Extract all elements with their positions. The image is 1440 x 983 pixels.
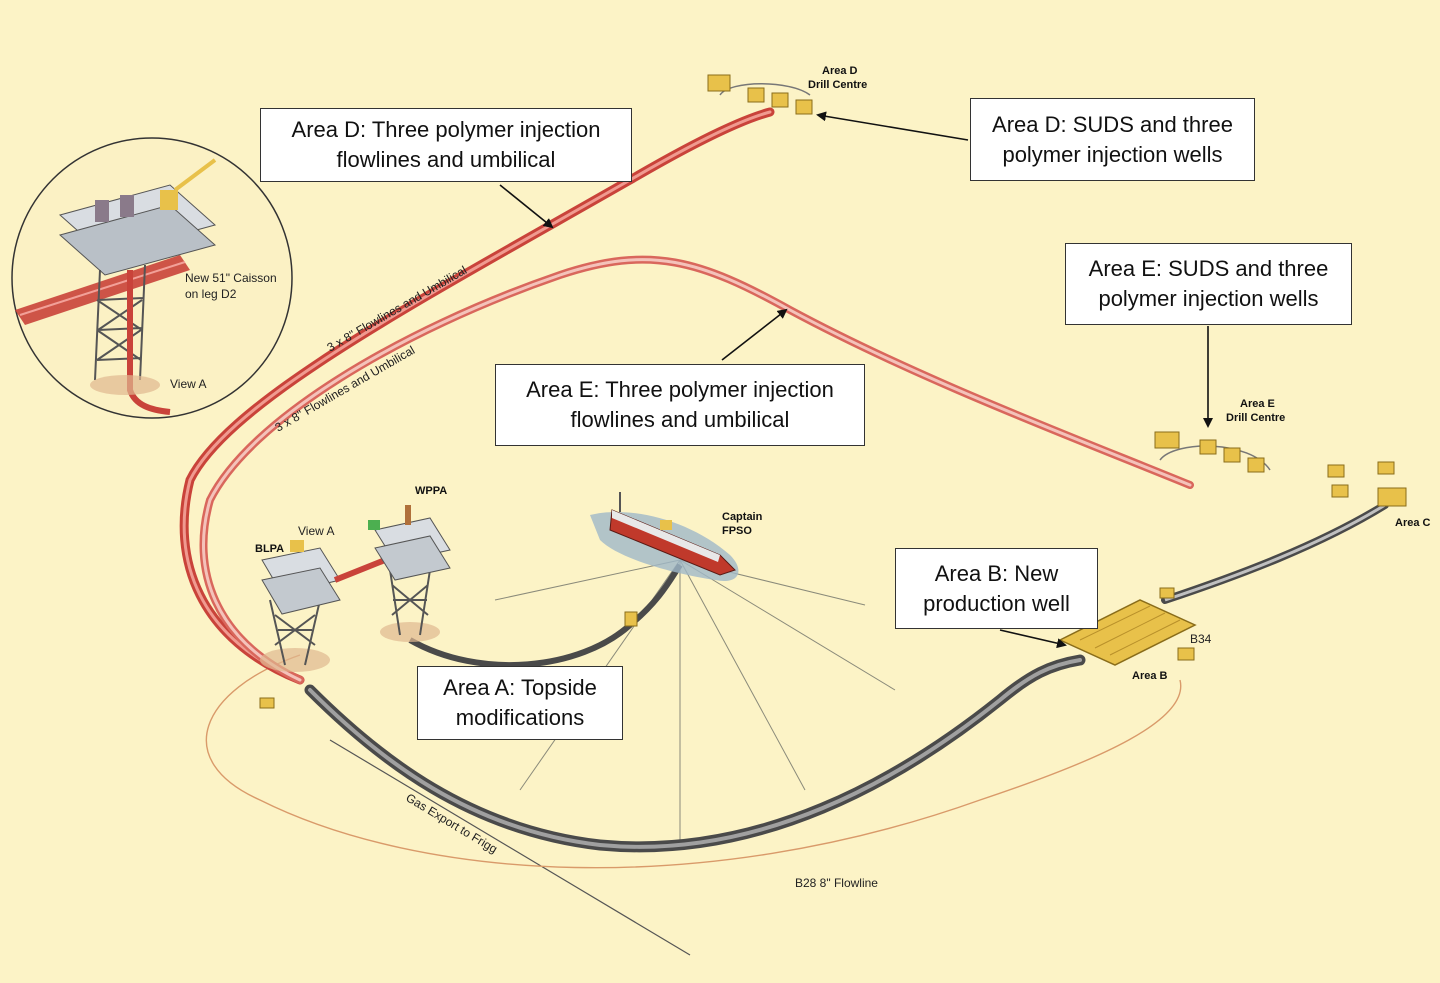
callout-arrows — [499, 111, 1213, 649]
caisson-label-line2: on leg D2 — [185, 287, 237, 301]
blpa-label: BLPA — [255, 543, 284, 555]
area-e-drill-centre — [1154, 431, 1271, 473]
flowlines-e-label: 3 x 8" Flowlines and Umbilical — [273, 343, 418, 435]
area-e-flowlines — [199, 255, 1194, 684]
captain-label: Captain — [722, 511, 763, 523]
gas-export-line — [329, 739, 691, 956]
callout-area-e-wells: Area E: SUDS and three polymer injection… — [1065, 243, 1352, 325]
fpso-label: FPSO — [722, 525, 752, 537]
wppa-platform — [368, 505, 451, 642]
view-a-inset-label: View A — [170, 377, 206, 391]
area-d-label: Area D — [822, 65, 858, 77]
caisson-label-line1: New 51" Caisson — [185, 271, 277, 285]
area-c-flowline — [1161, 501, 1389, 604]
b28-flowline — [205, 654, 1182, 869]
area-d-flowlines — [179, 107, 775, 685]
callout-area-d-flowlines: Area D: Three polymer injection flowline… — [260, 108, 632, 182]
area-c-label: Area C — [1395, 517, 1431, 529]
area-d-drill-centre-label: Drill Centre — [808, 79, 867, 91]
b28-flowline-label: B28 8" Flowline — [795, 876, 878, 890]
seabed-unit — [259, 697, 275, 709]
area-b-manifold — [1058, 587, 1197, 666]
callout-area-e-flowlines: Area E: Three polymer injection flowline… — [495, 364, 865, 446]
riser-flowline — [408, 563, 683, 669]
wppa-label: WPPA — [415, 485, 447, 497]
b34-label: B34 — [1190, 632, 1212, 646]
callout-area-a: Area A: Topside modifications — [417, 666, 623, 740]
callout-area-b: Area B: New production well — [895, 548, 1098, 629]
callout-area-d-wells: Area D: SUDS and three polymer injection… — [970, 98, 1255, 181]
bridge — [333, 557, 387, 583]
area-d-drill-centre — [707, 74, 813, 115]
blpa-platform — [260, 540, 341, 672]
area-c-equipment — [1327, 461, 1407, 507]
view-a-inset — [11, 137, 293, 419]
area-e-label: Area E — [1240, 398, 1275, 410]
captain-fpso — [590, 492, 739, 581]
area-b-label: Area B — [1132, 670, 1168, 682]
view-a-label: View A — [298, 524, 334, 538]
area-e-drill-centre-label: Drill Centre — [1226, 412, 1285, 424]
riser-base — [624, 611, 638, 627]
